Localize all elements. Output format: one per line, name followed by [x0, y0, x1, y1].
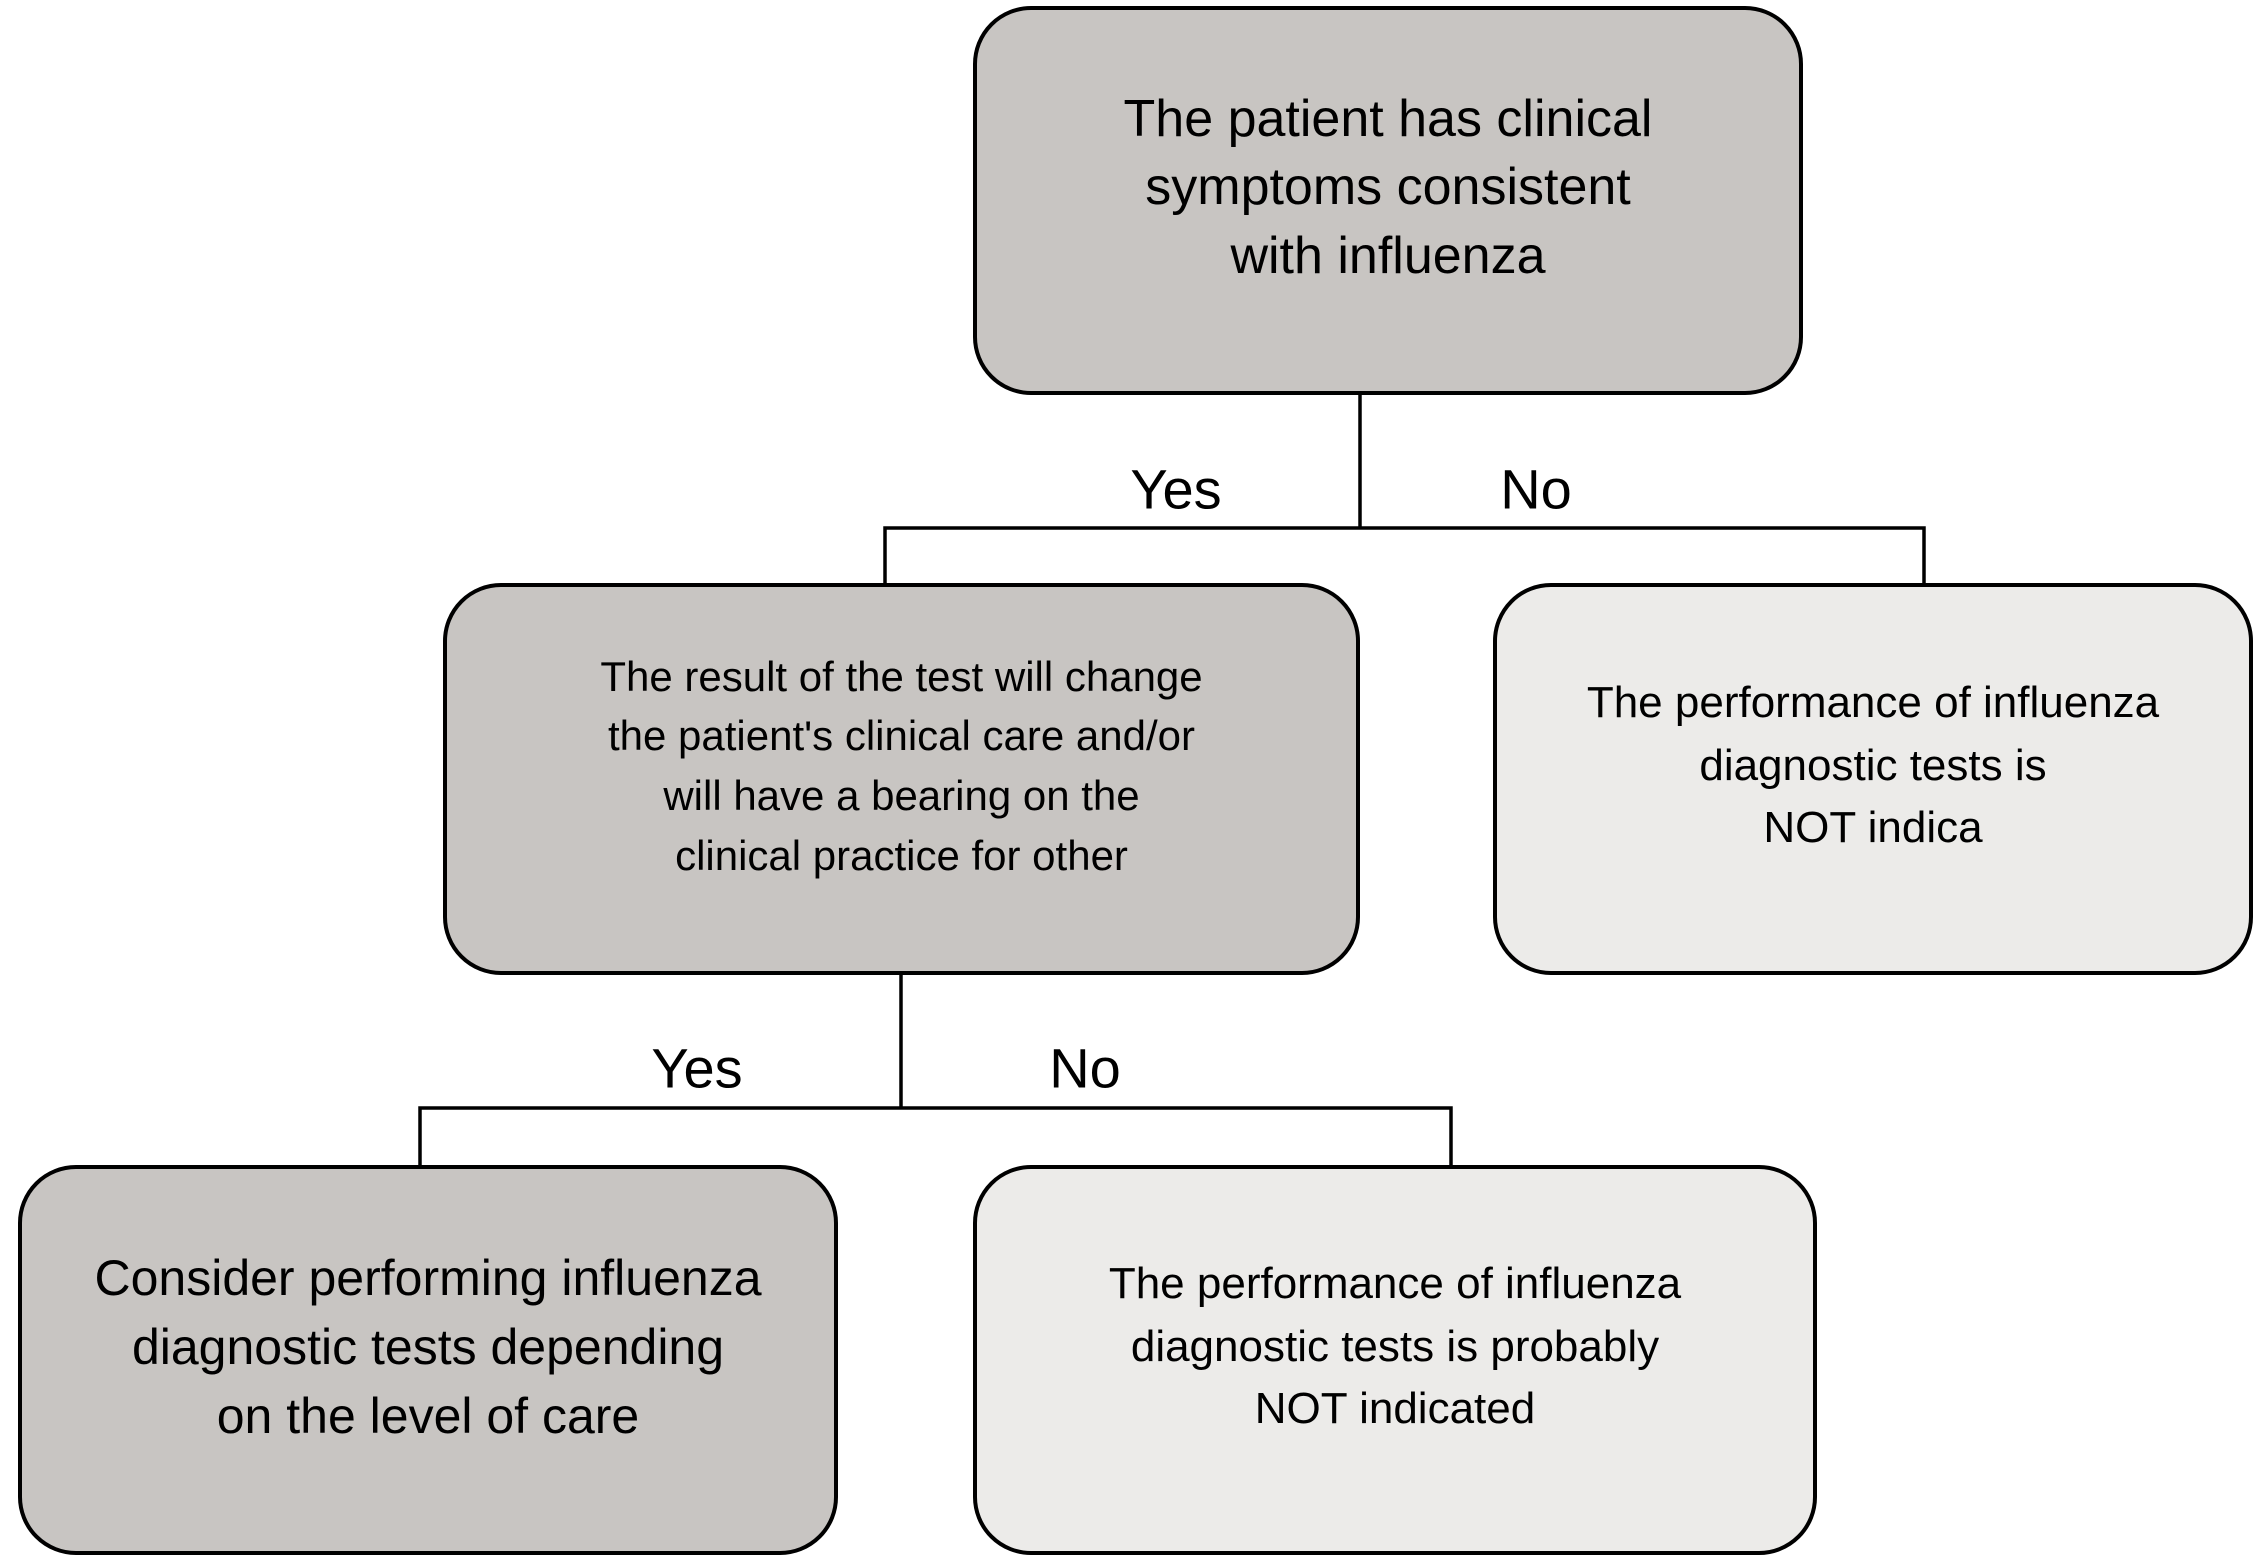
- edge-label-branch2-yes: Yes: [651, 1036, 743, 1100]
- connector-branch2-bar: [418, 1106, 1453, 1169]
- node-tests-not-indicated-text: The performance of influenza diagnostic …: [1586, 678, 2160, 853]
- node-patient-symptoms-text: The patient has clinical symptoms consis…: [1123, 89, 1653, 285]
- node-test-will-change-care-text: The result of the test will change the p…: [600, 652, 1203, 879]
- node-patient-symptoms: The patient has clinical symptoms consis…: [973, 6, 1803, 395]
- node-consider-performing-tests: Consider performing influenza diagnostic…: [18, 1165, 838, 1555]
- node-tests-probably-not-indicated: The performance of influenza diagnostic …: [973, 1165, 1817, 1555]
- node-tests-probably-not-indicated-text: The performance of influenza diagnostic …: [1108, 1259, 1682, 1434]
- connector-branch1-bar: [883, 526, 1926, 587]
- node-tests-not-indicated: The performance of influenza diagnostic …: [1493, 583, 2253, 975]
- edge-label-branch2-no: No: [1049, 1036, 1121, 1100]
- edge-label-branch1-no: No: [1500, 457, 1572, 521]
- node-consider-performing-tests-text: Consider performing influenza diagnostic…: [94, 1249, 762, 1444]
- edge-label-branch1-yes: Yes: [1130, 457, 1222, 521]
- node-test-will-change-care: The result of the test will change the p…: [443, 583, 1360, 975]
